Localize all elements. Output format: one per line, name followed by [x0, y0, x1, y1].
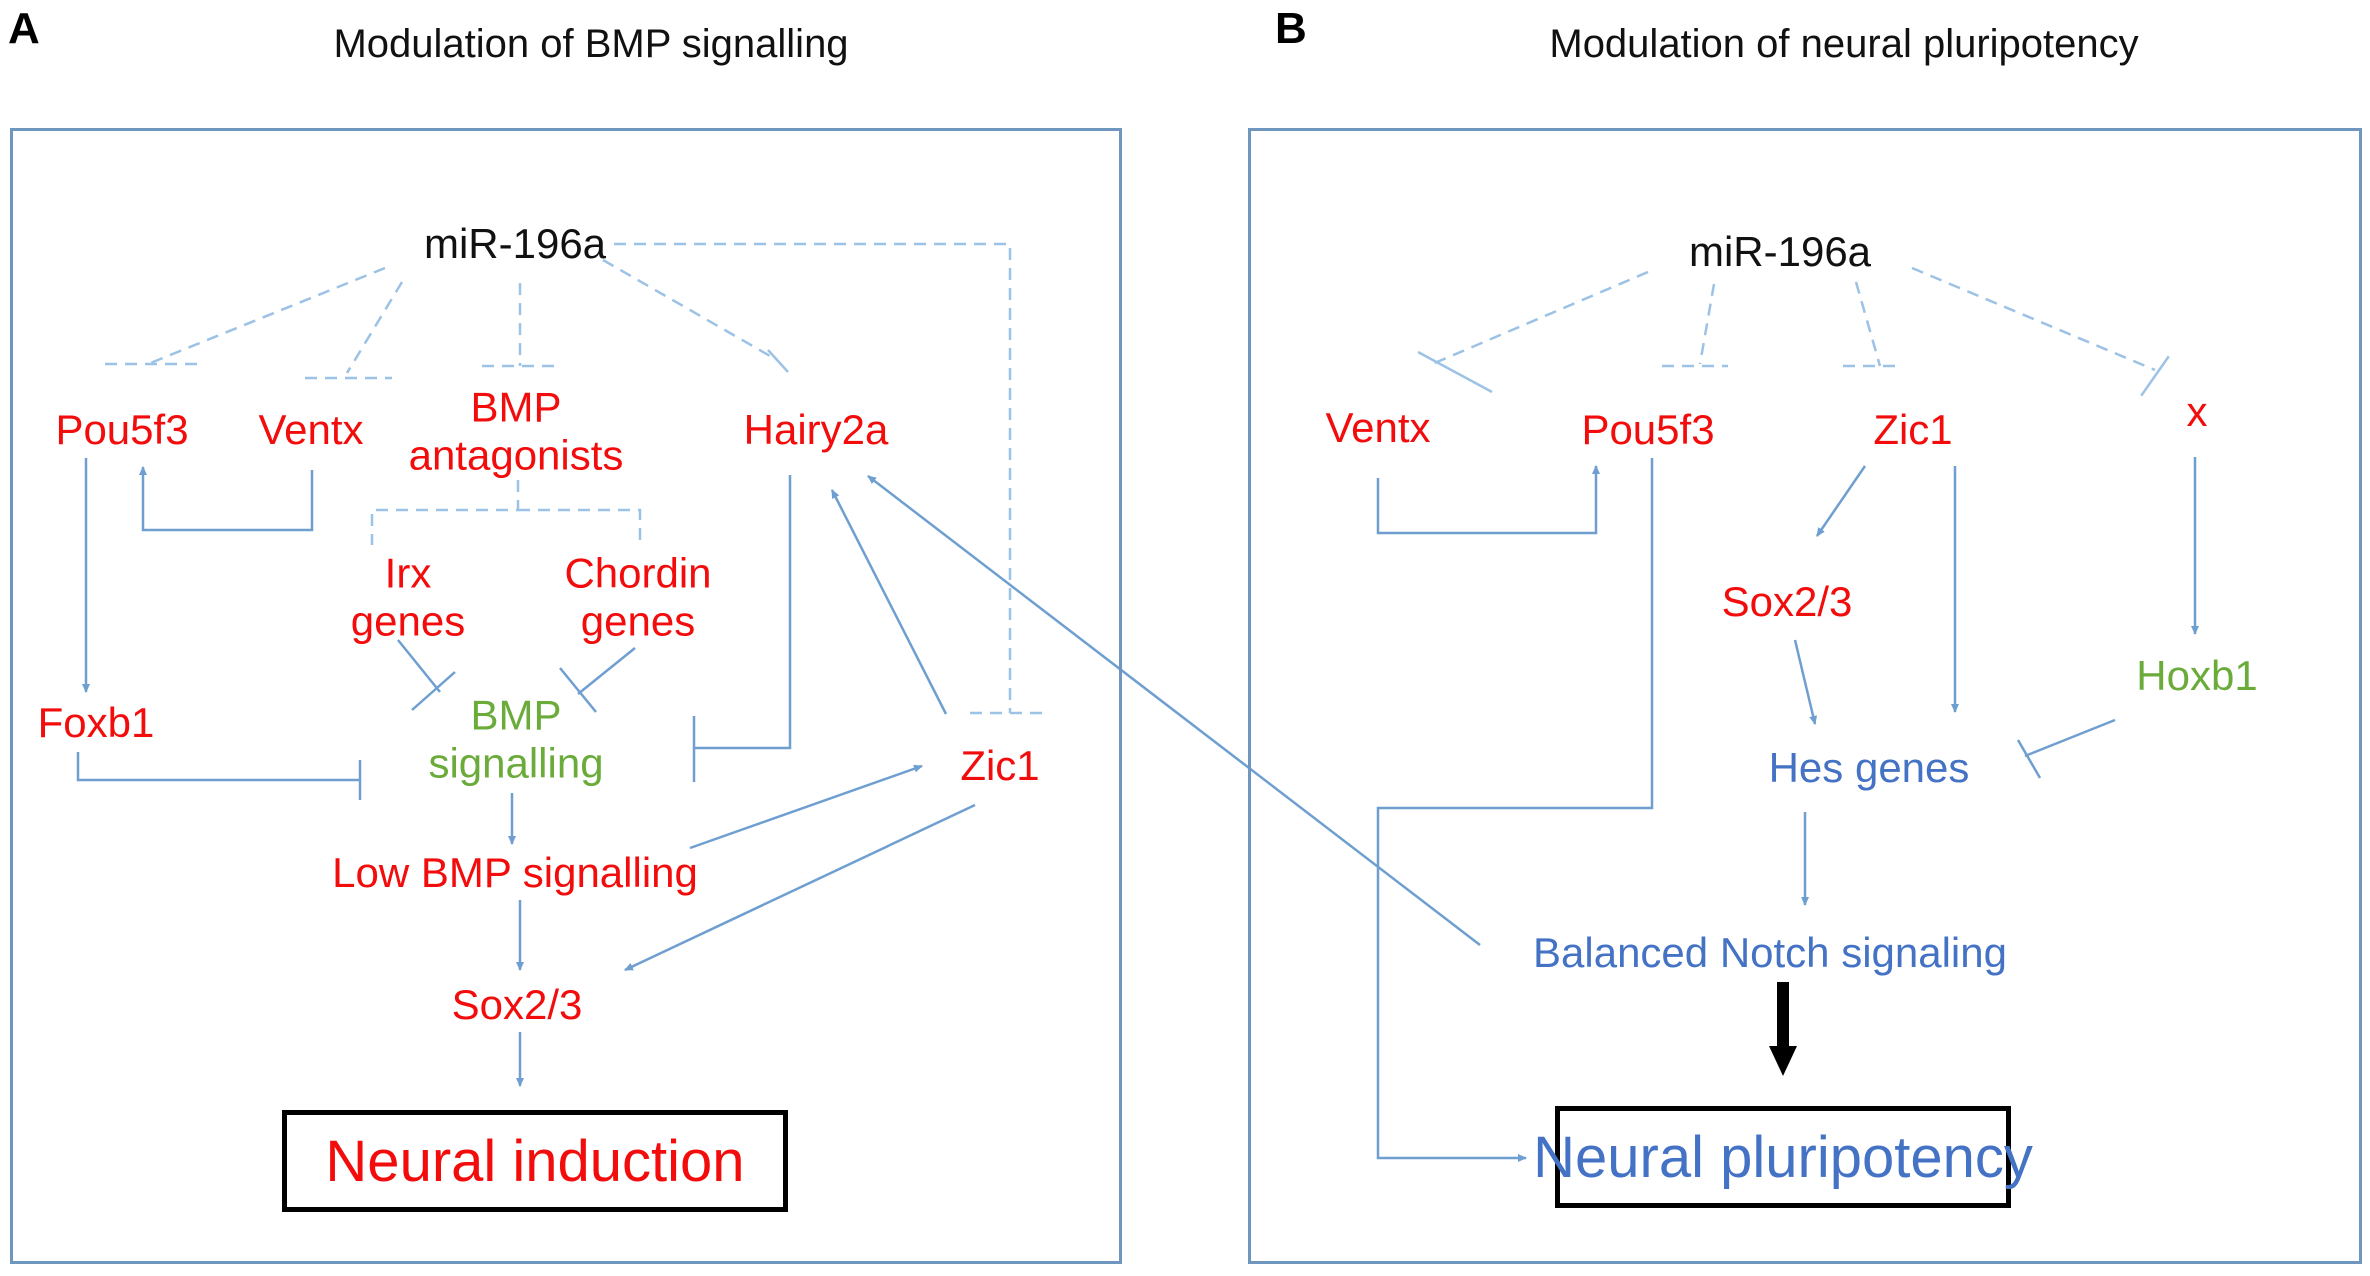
panel-b-pou5f3: Pou5f3 [1581, 405, 1715, 453]
panel-a-bmp-signalling-line2: signalling [428, 740, 604, 787]
panel-a-bmp-signalling: BMP signalling [428, 692, 603, 789]
panel-a-bmp-antagonists-line2: antagonists [408, 432, 624, 479]
panel-a-pou5f3: Pou5f3 [55, 405, 189, 453]
panel-b-mir-inhibitions [1429, 266, 2156, 372]
panel-a-bmp-signalling-line1: BMP [470, 691, 562, 739]
panel-b-balanced-notch-signaling: Balanced Notch signaling [1533, 928, 2007, 976]
panel-b-result-box: Neural pluripotency [1533, 1106, 2033, 1208]
panel-a-title: Modulation of BMP signalling [333, 22, 849, 66]
panel-a-edges [76, 458, 1481, 1087]
panel-b-hoxb1: Hoxb1 [2136, 651, 2258, 699]
panel-b-inhibition-bars [1417, 350, 2170, 397]
panel-a-mir-196a: miR-196a [423, 219, 607, 267]
panel-b-edges [1376, 457, 2199, 1162]
panel-a-neural-induction: Neural induction [325, 1128, 745, 1194]
panel-a-irx-line1: Irx [384, 549, 432, 597]
panel-a-box [10, 128, 1122, 1264]
panel-a-sox2-3: Sox2/3 [451, 980, 583, 1028]
panel-b-title: Modulation of neural pluripotency [1549, 22, 2139, 66]
panel-b-zic1: Zic1 [1873, 405, 1953, 453]
panel-b-hes-genes: Hes genes [1768, 743, 1970, 791]
panel-a-bmp-antagonists-line1: BMP [470, 383, 562, 431]
panel-a-result-box: Neural induction [282, 1110, 788, 1212]
panel-a-chordin-line1: Chordin [564, 549, 712, 597]
panel-a-chordin-genes: Chordin genes [564, 550, 711, 647]
panel-a-chordin-line2: genes [580, 598, 696, 645]
panel-a-low-bmp-signalling: Low BMP signalling [332, 848, 698, 896]
panel-a-hairy2a: Hairy2a [743, 405, 889, 453]
panel-b-x: x [2186, 387, 2208, 435]
panel-a-mir-inhibitions [105, 242, 1050, 715]
panel-b-mir-196a: miR-196a [1688, 227, 1872, 275]
panel-a-irx-genes: Irx genes [351, 550, 465, 647]
panel-a-ventx: Ventx [258, 405, 364, 453]
panel-a-irx-line2: genes [350, 598, 466, 645]
panel-b-box [1248, 128, 2362, 1264]
panel-a-letter: A [8, 4, 40, 53]
panel-a-bmp-antagonists: BMP antagonists [409, 384, 624, 481]
panel-a-hairy2a-bar [767, 349, 789, 373]
panel-a-foxb1: Foxb1 [37, 698, 155, 746]
panel-b-letter: B [1275, 4, 1307, 53]
panel-b-sox2-3: Sox2/3 [1721, 577, 1853, 625]
panel-a-zic1: Zic1 [960, 741, 1040, 789]
panel-b-ventx: Ventx [1325, 403, 1431, 451]
panel-b-neural-pluripotency: Neural pluripotency [1533, 1124, 2033, 1190]
